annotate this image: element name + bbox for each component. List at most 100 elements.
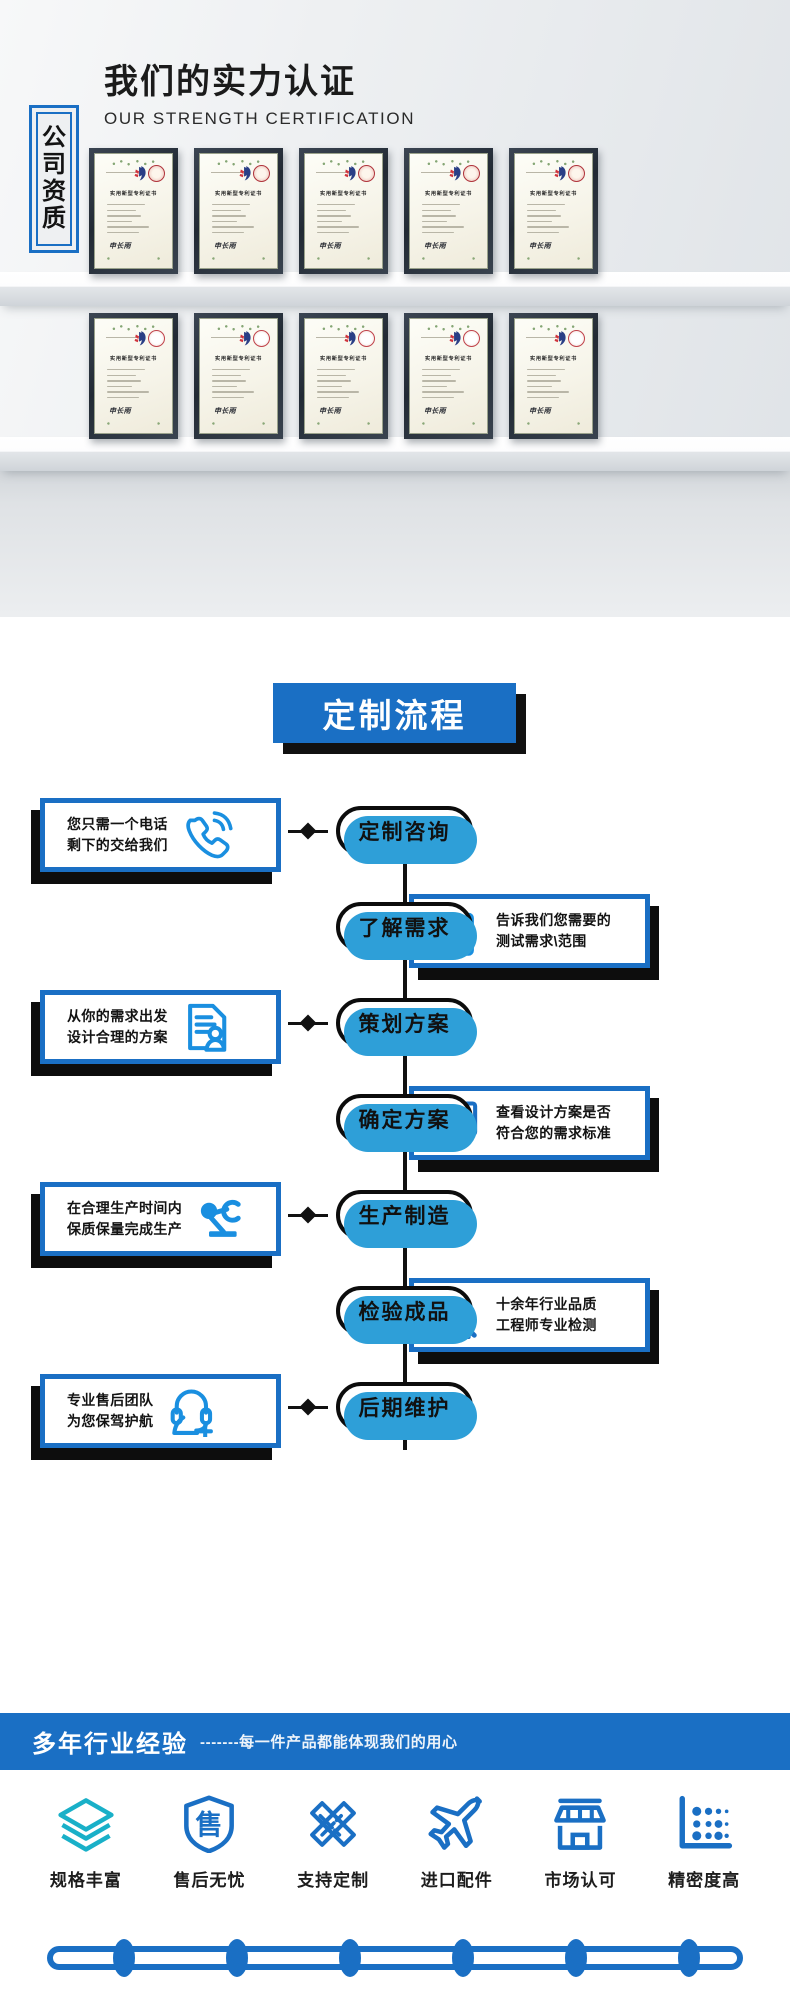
svg-text:售: 售 — [196, 1809, 223, 1840]
experience-banner-title: 多年行业经验 — [32, 1731, 188, 1758]
certificate-body-lines — [317, 369, 370, 402]
certificate-top-ornament — [529, 324, 578, 332]
certificate-top-ornament — [109, 324, 158, 332]
certification-section: 我们的实力认证 OUR STRENGTH CERTIFICATION 公 司 资… — [0, 0, 790, 617]
certificate-header-line — [211, 172, 241, 174]
certificate-frame[interactable]: 实用新型专利证书 申长雨 — [299, 313, 388, 439]
certificate-title: 实用新型专利证书 — [109, 356, 158, 362]
feature-item[interactable]: 精密度高 — [652, 1792, 757, 1891]
certificate-body-lines — [107, 369, 160, 402]
certificate-emblem-icon — [133, 330, 149, 348]
feature-item[interactable]: 进口配件 — [404, 1792, 509, 1891]
certificate-frame[interactable]: 实用新型专利证书 申长雨 — [404, 313, 493, 439]
flow-step: 十余年行业品质 工程师专业检测 检验成品 — [0, 1278, 790, 1370]
connector-diamond-icon — [299, 1206, 317, 1224]
flow-title-text: 定制流程 — [322, 697, 467, 734]
timeline-dot — [113, 1939, 135, 1977]
certificate-title: 实用新型专利证书 — [529, 191, 578, 197]
feature-label: 进口配件 — [420, 1871, 493, 1890]
flow-step: 在合理生产时间内 保质保量完成生产 生产制造 — [0, 1182, 790, 1274]
badge-char-2: 司 — [42, 151, 66, 179]
flow-connector — [288, 822, 346, 840]
certificate-emblem-icon — [448, 165, 464, 183]
certificate-top-ornament — [529, 159, 578, 167]
certificate-emblem-icon — [343, 165, 359, 183]
flow-step-card[interactable]: 从你的需求出发 设计合理的方案 — [31, 990, 281, 1076]
certificate-title: 实用新型专利证书 — [214, 191, 263, 197]
flow-step-label: 确定方案 — [358, 1109, 451, 1132]
certificate-bottom-ornament — [315, 420, 372, 427]
certificate-seal-icon — [148, 330, 165, 347]
feature-item[interactable]: 市场认可 — [528, 1792, 633, 1891]
flow-step-description: 告诉我们您需要的 测试需求\范围 — [496, 912, 612, 949]
certificate-row-upper: 实用新型专利证书 申长雨 — [89, 148, 598, 274]
flow-step-node[interactable]: 策划方案 — [336, 998, 477, 1056]
certificate-paper: 实用新型专利证书 申长雨 — [304, 318, 383, 434]
certificate-top-ornament — [214, 159, 263, 167]
flow-step-card[interactable]: 在合理生产时间内 保质保量完成生产 — [31, 1182, 281, 1268]
certificate-header-line — [526, 172, 556, 174]
certificate-emblem-icon — [448, 330, 464, 348]
certificate-emblem-icon — [133, 165, 149, 183]
certificate-signature: 申长雨 — [109, 408, 131, 415]
flow-card-box: 从你的需求出发 设计合理的方案 — [40, 990, 281, 1064]
certificate-frame[interactable]: 实用新型专利证书 申长雨 — [404, 148, 493, 274]
feature-item[interactable]: 规格丰富 — [33, 1792, 138, 1891]
flow-step-node[interactable]: 了解需求 — [336, 902, 477, 960]
headset-support-icon — [167, 1385, 219, 1440]
certificate-paper: 实用新型专利证书 申长雨 — [514, 153, 593, 269]
certificate-top-ornament — [109, 159, 158, 167]
features-row: 规格丰富 售 售后无忧 支持定制 进口配件 — [0, 1770, 790, 1920]
certificate-title: 实用新型专利证书 — [424, 356, 473, 362]
certificate-top-ornament — [319, 159, 368, 167]
certificate-title: 实用新型专利证书 — [319, 191, 368, 197]
certificate-frame[interactable]: 实用新型专利证书 申长雨 — [509, 148, 598, 274]
certificate-emblem-icon — [553, 165, 569, 183]
flow-card-box: 您只需一个电话 剩下的交给我们 — [40, 798, 281, 872]
flow-step-node[interactable]: 定制咨询 — [336, 806, 477, 864]
certificate-paper: 实用新型专利证书 申长雨 — [94, 153, 173, 269]
certificate-top-ornament — [424, 159, 473, 167]
flow-step-card[interactable]: 专业售后团队 为您保驾护航 — [31, 1374, 281, 1460]
certificate-body-lines — [527, 369, 580, 402]
certificate-frame[interactable]: 实用新型专利证书 申长雨 — [89, 313, 178, 439]
flow-step: 专业售后团队 为您保驾护航 后期维护 — [0, 1374, 790, 1466]
feature-label: 售后无忧 — [173, 1871, 246, 1890]
flow-step-label: 后期维护 — [358, 1397, 451, 1420]
feature-item[interactable]: 支持定制 — [281, 1792, 386, 1891]
certificate-title: 实用新型专利证书 — [529, 356, 578, 362]
certificate-signature: 申长雨 — [529, 243, 551, 250]
certificate-signature: 申长雨 — [319, 243, 341, 250]
flow-step-node[interactable]: 后期维护 — [336, 1382, 477, 1440]
phone-ring-icon — [182, 809, 234, 861]
certificate-title: 实用新型专利证书 — [109, 191, 158, 197]
feature-label: 规格丰富 — [49, 1871, 122, 1890]
certificate-header-line — [526, 337, 556, 339]
flow-step-node[interactable]: 检验成品 — [336, 1286, 477, 1344]
certificate-signature: 申长雨 — [529, 408, 551, 415]
certificate-signature: 申长雨 — [319, 408, 341, 415]
flow-step-node[interactable]: 生产制造 — [336, 1190, 477, 1248]
certificate-bottom-ornament — [525, 420, 582, 427]
certificate-top-ornament — [214, 324, 263, 332]
certificate-title: 实用新型专利证书 — [424, 191, 473, 197]
certificate-paper: 实用新型专利证书 申长雨 — [199, 153, 278, 269]
feature-item[interactable]: 售 售后无忧 — [157, 1792, 262, 1891]
certificate-frame[interactable]: 实用新型专利证书 申长雨 — [194, 148, 283, 274]
certificate-row-lower: 实用新型专利证书 申长雨 — [89, 313, 598, 439]
certificate-paper: 实用新型专利证书 申长雨 — [94, 318, 173, 434]
certificate-frame[interactable]: 实用新型专利证书 申长雨 — [194, 313, 283, 439]
certificate-header-line — [106, 172, 136, 174]
certificate-paper: 实用新型专利证书 申长雨 — [409, 318, 488, 434]
flow-card-box: 在合理生产时间内 保质保量完成生产 — [40, 1182, 281, 1256]
flow-step-node[interactable]: 确定方案 — [336, 1094, 477, 1152]
flow-title-box: 定制流程 — [273, 683, 516, 743]
certificate-title: 实用新型专利证书 — [214, 356, 263, 362]
flow-step-card[interactable]: 您只需一个电话 剩下的交给我们 — [31, 798, 281, 884]
certificate-bottom-ornament — [420, 255, 477, 262]
certificate-header-line — [316, 172, 346, 174]
certificate-frame[interactable]: 实用新型专利证书 申长雨 — [89, 148, 178, 274]
certificate-frame[interactable]: 实用新型专利证书 申长雨 — [509, 313, 598, 439]
certificate-frame[interactable]: 实用新型专利证书 申长雨 — [299, 148, 388, 274]
company-qualification-badge: 公 司 资 质 — [29, 105, 79, 253]
